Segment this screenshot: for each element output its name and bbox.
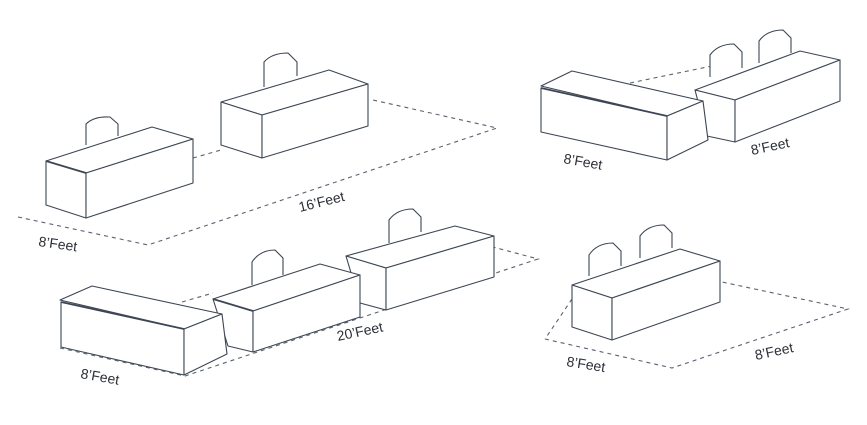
layout-20x8: 8’Feet 20’Feet bbox=[59, 208, 540, 388]
floor-connector bbox=[629, 65, 713, 84]
floor-connector bbox=[181, 292, 214, 303]
header-sign bbox=[709, 43, 743, 77]
counter-right bbox=[694, 29, 841, 143]
header-sign bbox=[758, 29, 792, 63]
header-sign bbox=[85, 116, 119, 145]
counter-back bbox=[220, 52, 369, 159]
header-sign bbox=[588, 242, 622, 276]
header-sign bbox=[251, 249, 284, 285]
floor-outline bbox=[17, 99, 500, 246]
counter-front bbox=[45, 116, 194, 219]
counter-back bbox=[345, 208, 495, 311]
counter-left bbox=[540, 70, 709, 161]
header-sign bbox=[639, 224, 673, 258]
left-depth-label: 8’Feet bbox=[566, 353, 607, 375]
left-depth-label: 8’Feet bbox=[562, 150, 603, 173]
layout-8x8-double: 8’Feet 8’Feet bbox=[540, 29, 841, 173]
header-sign bbox=[263, 52, 298, 87]
floor-connector bbox=[192, 149, 222, 159]
layout-16x8: 8’Feet 16’Feet bbox=[17, 52, 500, 254]
counter-front bbox=[59, 285, 228, 376]
counter bbox=[571, 224, 721, 341]
header-sign bbox=[388, 208, 422, 243]
floor-outline bbox=[59, 246, 540, 377]
depth-label: 8’Feet bbox=[38, 233, 79, 254]
right-depth-label: 8’Feet bbox=[753, 339, 794, 363]
counter-middle bbox=[212, 249, 361, 353]
floor-outline bbox=[544, 281, 851, 369]
depth-label: 8’Feet bbox=[79, 365, 120, 388]
right-depth-label: 8’Feet bbox=[749, 134, 790, 158]
layout-8x8-single: 8’Feet 8’Feet bbox=[544, 224, 851, 375]
floor-connector bbox=[544, 298, 573, 340]
